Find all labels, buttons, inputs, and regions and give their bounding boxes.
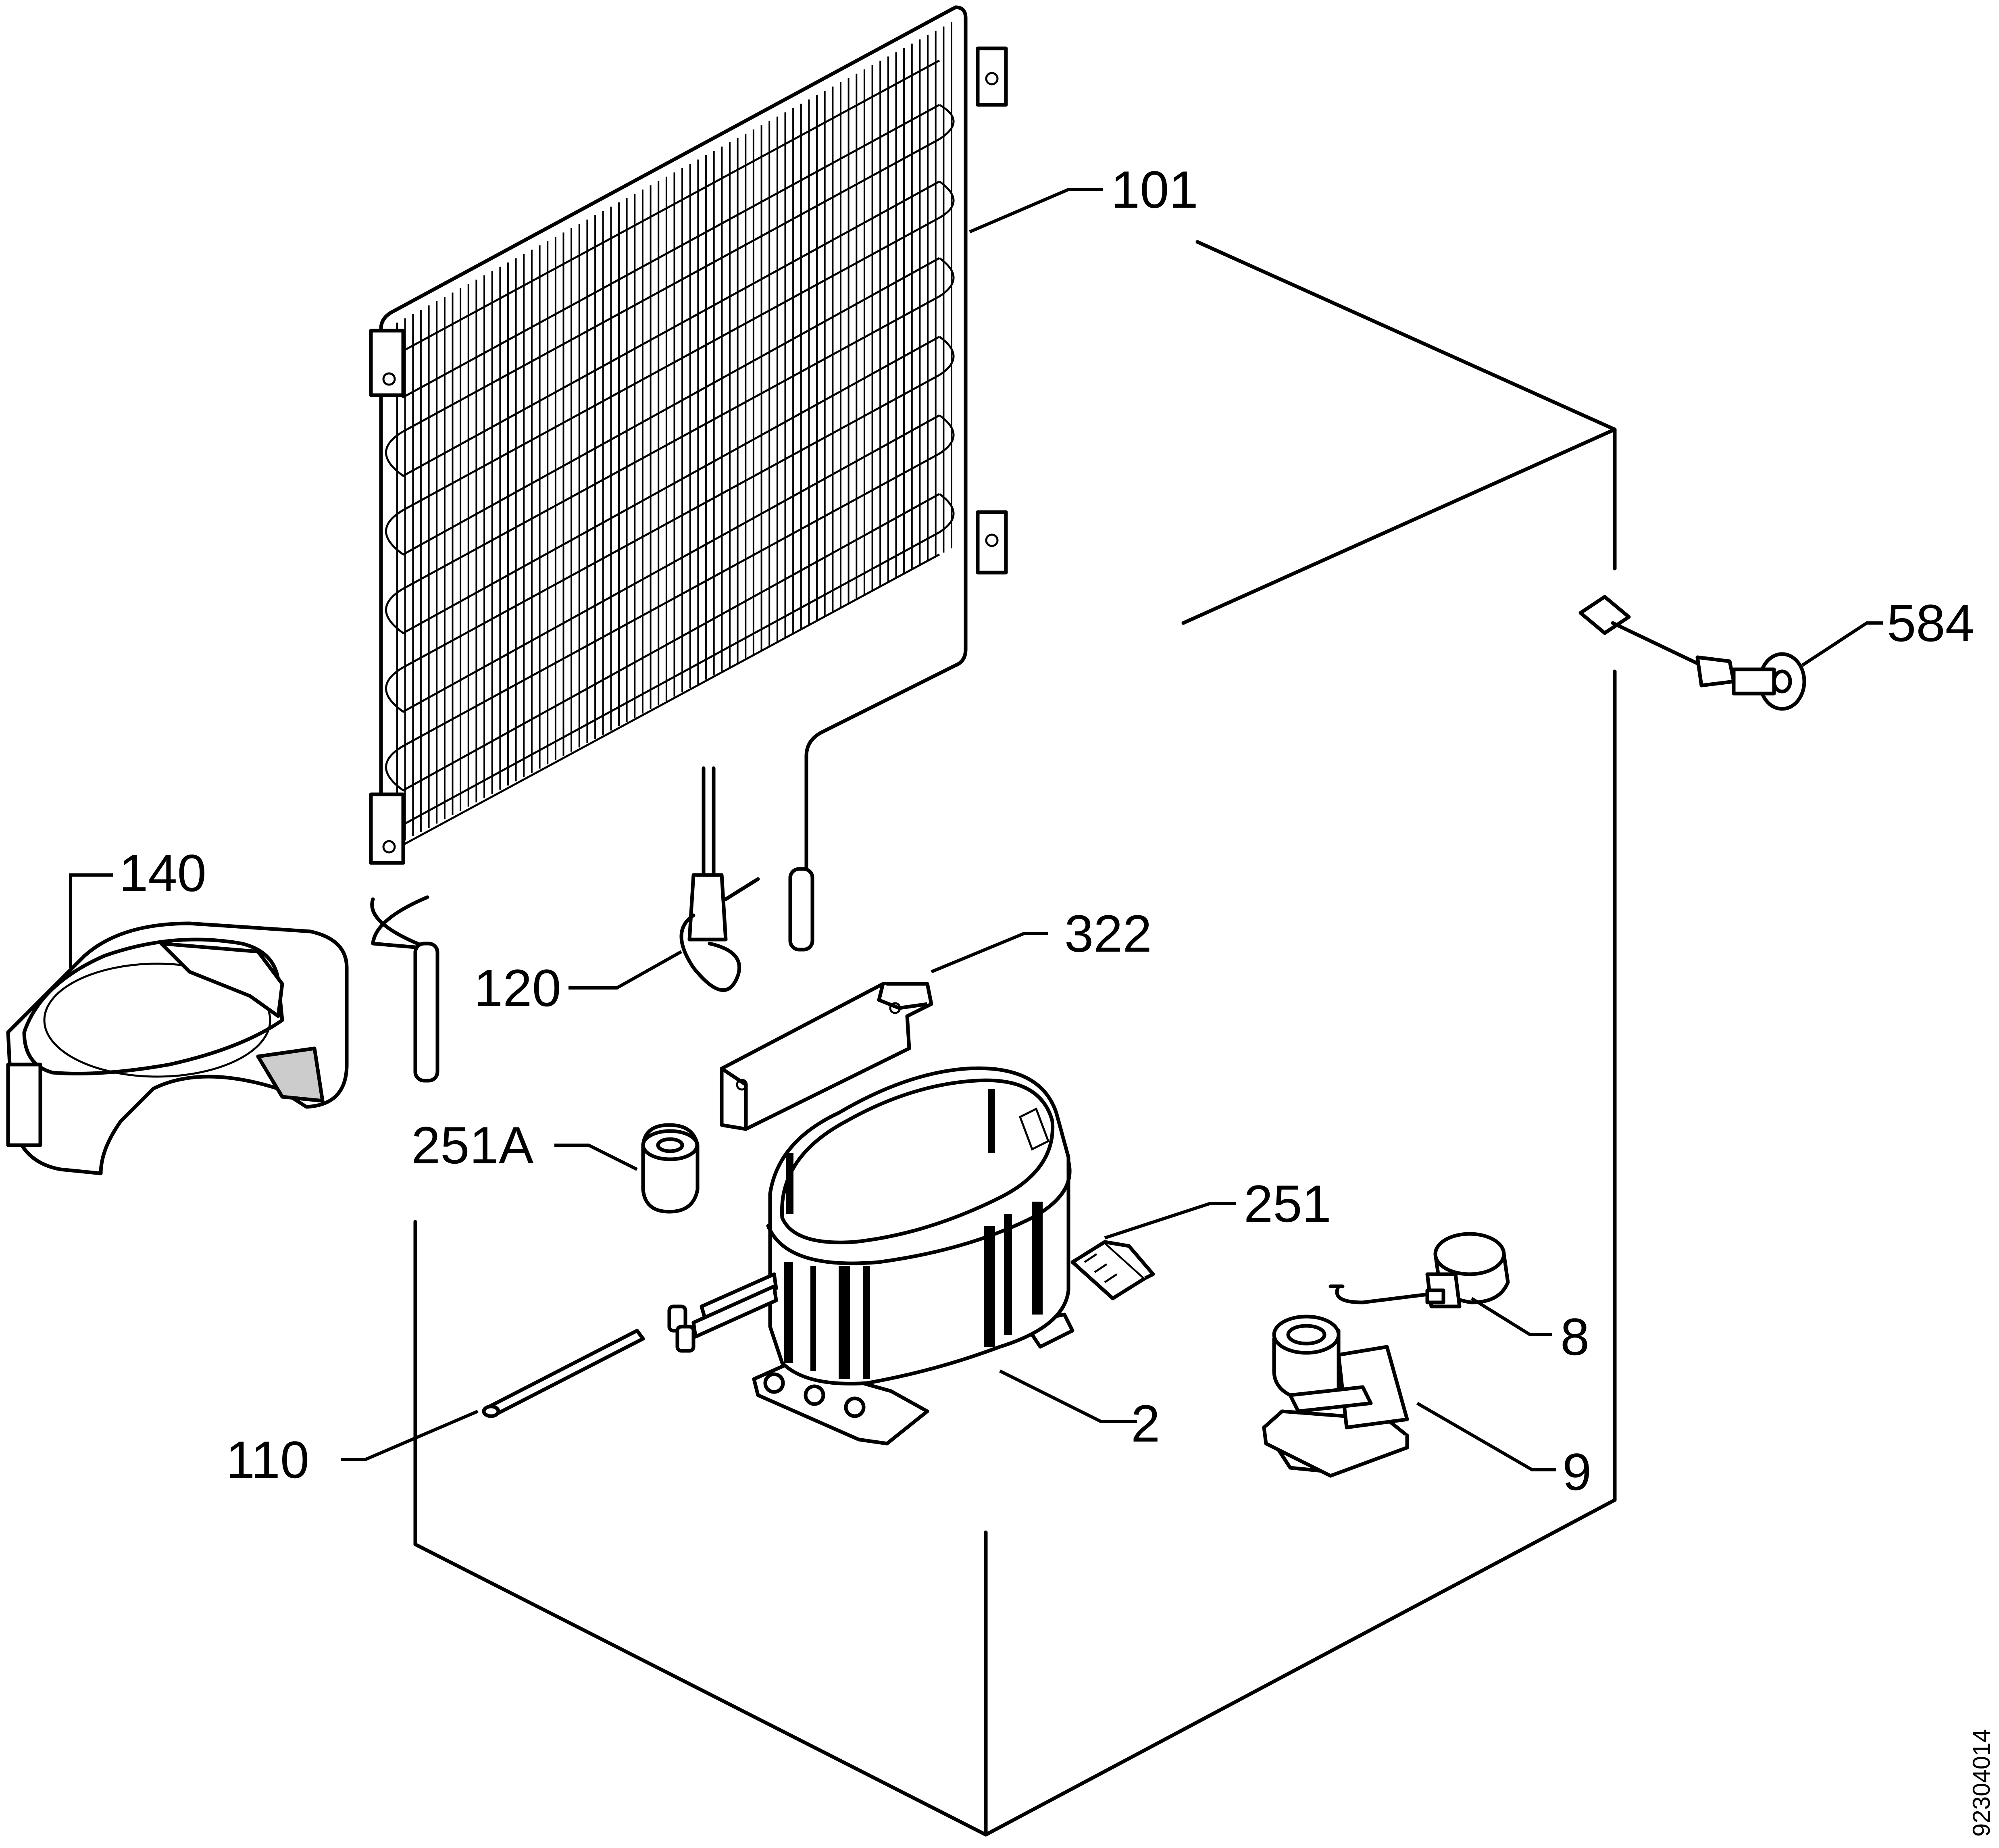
label-relay: 8 <box>1560 1307 1589 1366</box>
label-grommet: 251A <box>411 1116 534 1175</box>
drip-tray <box>6 921 349 1175</box>
condenser-outlet-tubes <box>370 867 814 1083</box>
starter <box>1262 1315 1409 1478</box>
capillary-tube <box>679 766 760 992</box>
label-drip-tray: 140 <box>119 844 206 902</box>
label-bracket: 322 <box>1064 904 1152 963</box>
label-condenser: 101 <box>1111 160 1198 219</box>
condenser-mount-tabs <box>369 46 1008 865</box>
relay <box>1329 1232 1510 1308</box>
compressor-shading <box>784 1089 1043 1379</box>
document-number: 92304014 <box>1968 1729 1995 1837</box>
dryer-tube <box>482 1329 645 1418</box>
leader-lines <box>69 188 1883 1471</box>
sensor-cable <box>1578 595 1806 711</box>
bracket <box>720 982 933 1131</box>
grommet <box>641 1123 700 1214</box>
label-starter: 9 <box>1562 1442 1591 1501</box>
condenser <box>369 5 1008 1083</box>
compressor-pipes <box>667 1272 778 1353</box>
label-sensor-cable: 584 <box>1887 594 1974 652</box>
label-connector: 251 <box>1244 1174 1331 1233</box>
compressor <box>667 1066 1074 1446</box>
label-compressor: 2 <box>1131 1394 1160 1453</box>
condenser-fins <box>396 22 952 845</box>
condenser-serpentine <box>385 59 955 846</box>
label-dryer-tube: 110 <box>226 1430 309 1489</box>
connector <box>1070 1240 1155 1300</box>
label-capillary-tube: 120 <box>474 958 561 1017</box>
callout-labels: 101 120 140 322 251A 2 251 110 8 9 584 <box>119 160 1974 1501</box>
